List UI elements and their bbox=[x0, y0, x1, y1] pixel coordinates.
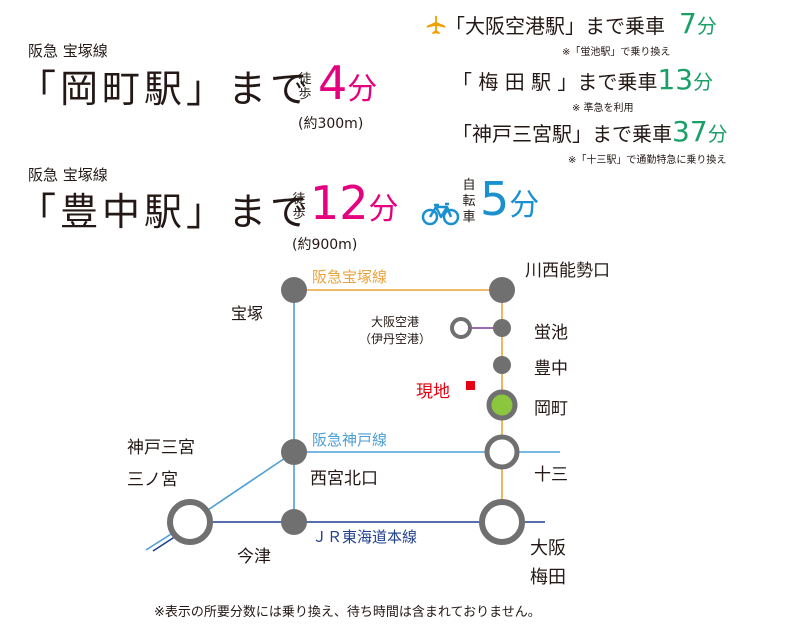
station-juso bbox=[484, 434, 520, 470]
toyonaka-station-title: 「豊中駅」まで bbox=[18, 190, 313, 234]
toyonaka-distance: (約900m) bbox=[292, 237, 358, 253]
label-nishinomiya: 西宮北口 bbox=[310, 469, 378, 489]
station-nishinomiya bbox=[281, 439, 307, 465]
toyonaka-walk-label: 徒歩 bbox=[292, 192, 306, 222]
label-toyonaka: 豊中 bbox=[534, 359, 568, 379]
label-osaka-airport: 大阪空港 bbox=[371, 315, 420, 329]
label-juso: 十三 bbox=[534, 465, 568, 485]
station-hotarugaike bbox=[493, 319, 511, 337]
label-sannomiya: 三ノ宮 bbox=[127, 470, 178, 490]
okamachi-minutes: 4分 bbox=[318, 56, 378, 110]
station-takarazuka bbox=[281, 277, 307, 303]
label-imazu: 今津 bbox=[237, 547, 271, 567]
station-osaka bbox=[479, 499, 525, 545]
dest-umeda-row: 「 梅 田 駅 」まで乗車13分 bbox=[452, 63, 714, 96]
dest-kobe-row: 「神戸三宮駅」まで乗車37分 bbox=[452, 115, 728, 148]
label-kobe-sannomiya: 神戸三宮 bbox=[127, 438, 195, 458]
okamachi-distance: (約300m) bbox=[298, 116, 364, 132]
station-kawanishi bbox=[489, 277, 515, 303]
site-marker bbox=[466, 381, 475, 390]
label-takarazuka: 宝塚 bbox=[231, 304, 264, 323]
airplane-icon bbox=[426, 15, 446, 35]
okamachi-line-label: 阪急 宝塚線 bbox=[28, 42, 108, 60]
station-okamachi bbox=[486, 389, 518, 421]
bicycle-label: 自転車 bbox=[462, 178, 476, 225]
bicycle-minutes: 5分 bbox=[480, 172, 540, 226]
dest-airport-note: ※「蛍池駅」で乗り換え bbox=[562, 47, 671, 58]
dest-umeda-note: ※ 準急を利用 bbox=[572, 103, 634, 114]
station-sannomiya bbox=[167, 499, 213, 545]
footnote: ※表示の所要分数には乗り換え、待ち時間は含まれておりません。 bbox=[154, 605, 541, 620]
label-itami-airport: （伊丹空港） bbox=[359, 332, 432, 346]
label-hotarugaike: 蛍池 bbox=[534, 323, 568, 343]
station-toyonaka bbox=[493, 356, 511, 374]
label-kobe-line: 阪急神戸線 bbox=[312, 431, 388, 449]
label-kawanishi: 川西能勢口 bbox=[525, 261, 610, 281]
station-imazu bbox=[281, 509, 307, 535]
station-airport bbox=[450, 317, 472, 339]
label-site: 現地 bbox=[416, 382, 450, 402]
bicycle-icon bbox=[421, 202, 460, 226]
label-osaka: 大阪 bbox=[530, 538, 566, 559]
okamachi-walk-label: 徒歩 bbox=[298, 72, 312, 102]
dest-kobe-note: ※「十三駅」で通勤特急に乗り換え bbox=[568, 155, 727, 166]
label-okamachi: 岡町 bbox=[534, 399, 568, 419]
toyonaka-minutes: 12分 bbox=[310, 176, 399, 230]
label-takarazuka-line: 阪急宝塚線 bbox=[312, 268, 388, 286]
label-umeda: 梅田 bbox=[530, 567, 566, 588]
label-jr-line: ＪＲ東海道本線 bbox=[312, 528, 418, 546]
okamachi-station-title: 「岡町駅」まで bbox=[18, 67, 313, 111]
toyonaka-line-label: 阪急 宝塚線 bbox=[28, 166, 108, 184]
